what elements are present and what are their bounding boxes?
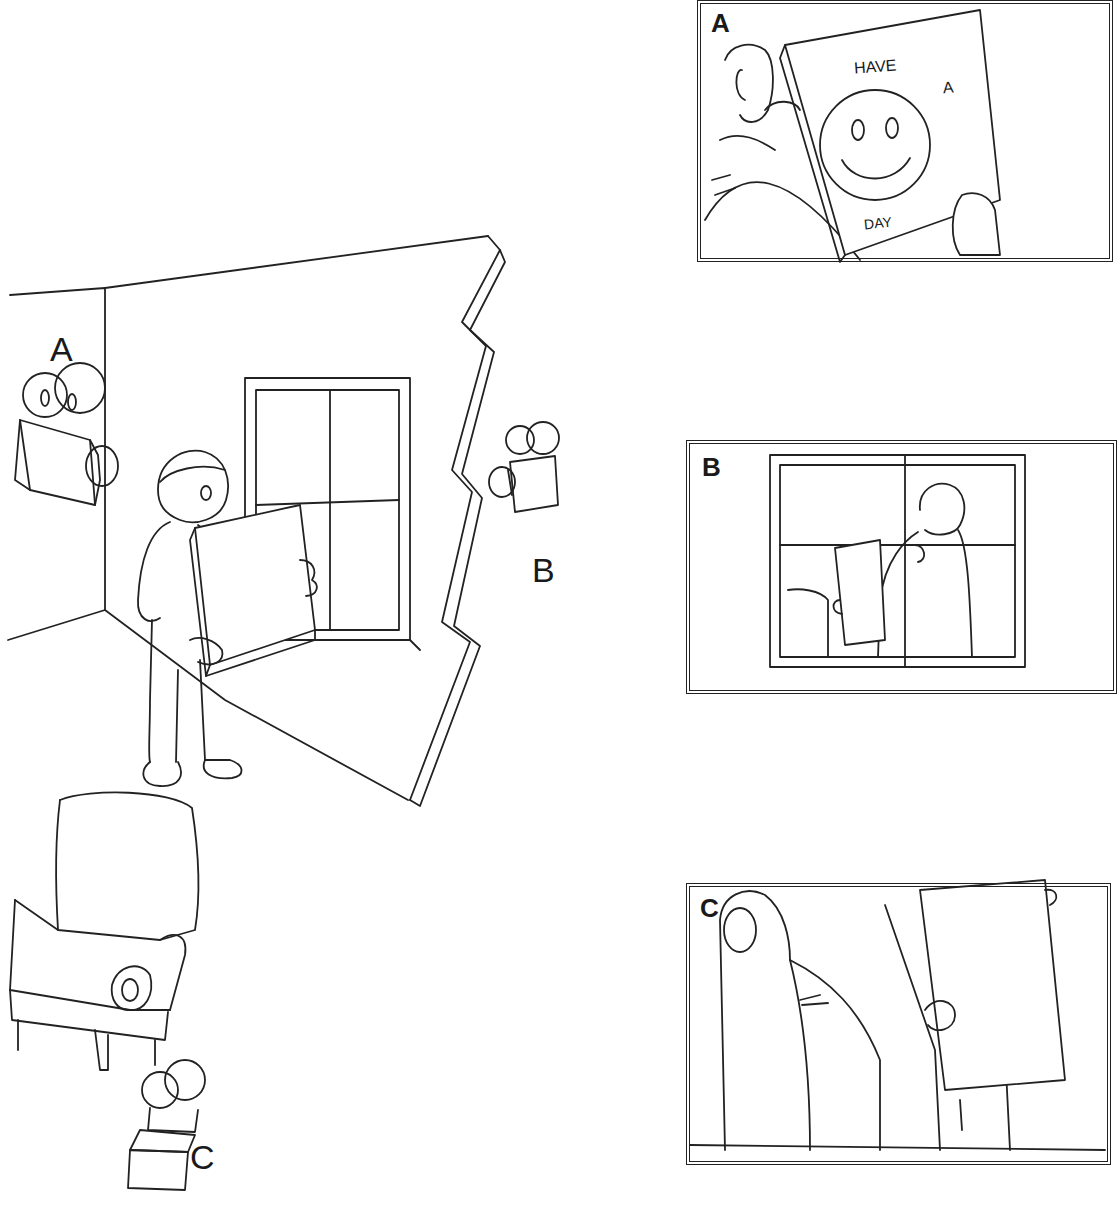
camera-label: C	[190, 1140, 215, 1174]
camera-label: B	[532, 553, 555, 587]
card-text: HAVE	[853, 58, 896, 77]
panel-b-view	[770, 455, 1025, 667]
camera-b	[489, 422, 559, 512]
storyboard-panel: A HAVE A DAY	[697, 0, 1113, 262]
storyboard-panel: B	[686, 440, 1117, 694]
panel-c-view	[690, 880, 1105, 1150]
panel-letter: A	[711, 10, 730, 36]
armchair	[10, 792, 198, 1070]
card-text: DAY	[863, 215, 892, 232]
card-text: A	[942, 80, 954, 97]
camera-a	[15, 363, 118, 505]
room-walls	[8, 236, 505, 806]
panel-letter: B	[702, 454, 721, 480]
panel-letter: C	[700, 895, 719, 921]
storyboard-panel: C	[686, 883, 1111, 1165]
man-figure	[138, 451, 317, 786]
camera-label: A	[50, 332, 73, 366]
panel-a-view	[705, 10, 1000, 262]
